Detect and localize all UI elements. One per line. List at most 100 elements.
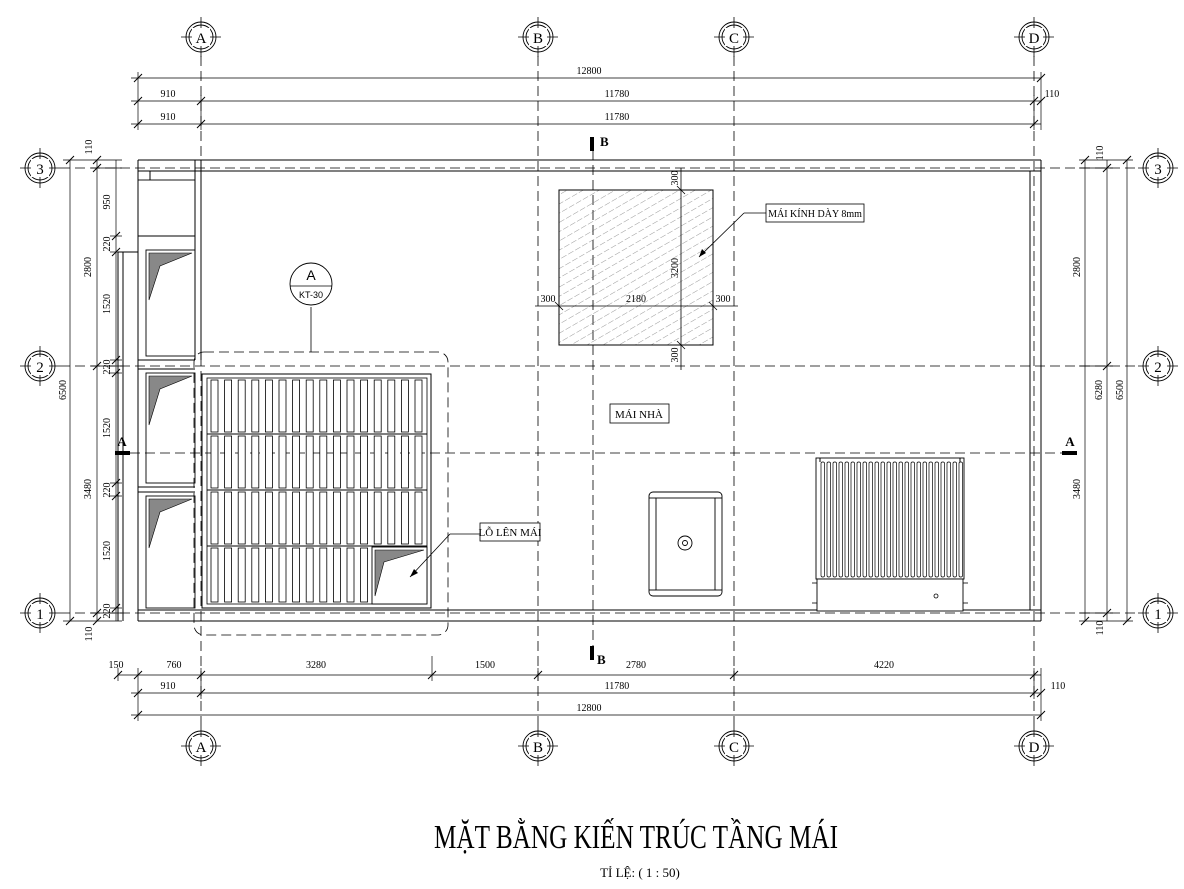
frame-slat (387, 491, 396, 545)
grid-label-row: 1 (36, 607, 44, 623)
frame-slat (305, 547, 314, 603)
frame-slat (414, 379, 423, 433)
heater-tube (826, 461, 831, 578)
heater-tube (862, 461, 867, 578)
frame-slat (360, 379, 369, 433)
dim-text: 4220 (874, 660, 894, 671)
frame-slat (278, 491, 287, 545)
frame-slat (346, 491, 355, 545)
frame-slat (373, 379, 382, 433)
frame-slat (319, 435, 328, 489)
frame-slat (346, 435, 355, 489)
heater-tube (886, 461, 891, 578)
dim-text: 300 (541, 294, 556, 305)
dim-text: 110 (1045, 89, 1060, 100)
dim-text: 2780 (626, 660, 646, 671)
frame-slat (319, 547, 328, 603)
dim-text: 3200 (670, 258, 681, 278)
frame-slat (251, 547, 260, 603)
roof-label-box (609, 403, 670, 424)
heater-tube (880, 461, 885, 578)
frame-slat (387, 379, 396, 433)
grid-label-col: B (533, 31, 543, 47)
dim-text: 910 (161, 89, 176, 100)
heater-tube (832, 461, 837, 578)
grid-label-col: B (533, 740, 543, 756)
heater-tube (946, 461, 951, 578)
detail-letter: A (306, 267, 316, 283)
frame-slat (210, 435, 219, 489)
roof-hatch-label: LỖ LÊN MÁI (479, 526, 542, 539)
dimension-lines (63, 72, 1133, 721)
frame-slat (292, 547, 301, 603)
section-markers: A A B B (115, 134, 1077, 667)
dim-text: 760 (167, 660, 182, 671)
dim-text: 6500 (58, 380, 69, 400)
dim-text: 910 (161, 112, 176, 123)
dim-text: 1520 (102, 418, 113, 438)
grid-label-row: 2 (1154, 360, 1162, 376)
dim-text: 1500 (475, 660, 495, 671)
dim-text: 12800 (577, 703, 602, 714)
section-a-label: A (117, 434, 127, 449)
grid-label-row: 1 (1154, 607, 1162, 623)
grid-label-col: C (729, 31, 739, 47)
heater-tube (958, 461, 963, 578)
frame-slat (360, 547, 369, 603)
frame-slat (360, 491, 369, 545)
dim-text: 6500 (1115, 380, 1126, 400)
dim-text: 110 (1095, 146, 1106, 161)
frame-slat (360, 435, 369, 489)
dim-text: 110 (84, 627, 95, 642)
frame-slat (278, 435, 287, 489)
dim-text: 220 (102, 604, 113, 619)
heater-tube (892, 461, 897, 578)
frame-slat (224, 435, 233, 489)
frame-slat (237, 379, 246, 433)
frame-slat (237, 491, 246, 545)
frame-slat (414, 491, 423, 545)
frame-slat (346, 547, 355, 603)
dim-text: 11780 (605, 89, 630, 100)
left-bays (137, 179, 196, 609)
heater-tube (898, 461, 903, 578)
frame-slat (305, 379, 314, 433)
grid-label-col: C (729, 740, 739, 756)
dim-text: 910 (161, 681, 176, 692)
dim-text: 1520 (102, 541, 113, 561)
dim-text: 1520 (102, 294, 113, 314)
heater-tube (934, 461, 939, 578)
glass-roof-label-box (765, 203, 865, 223)
frame-slat (251, 435, 260, 489)
frame-slat (264, 547, 273, 603)
heater-tube (916, 461, 921, 578)
heater-tube (838, 461, 843, 578)
grid-label-col: D (1029, 31, 1040, 47)
frame-slat (210, 547, 219, 603)
frame-slat (224, 379, 233, 433)
heater-tube (922, 461, 927, 578)
roof-label: MÁI NHÀ (615, 409, 663, 421)
dim-text: 110 (1051, 681, 1066, 692)
dim-text: 3480 (1072, 479, 1083, 499)
heater-tube (910, 461, 915, 578)
heater-tube (820, 461, 825, 578)
heater-tube (874, 461, 879, 578)
frame-slat (292, 435, 301, 489)
dimension-ticks (65, 73, 1132, 720)
outer-walls (117, 159, 1042, 622)
dim-text: 300 (670, 348, 681, 363)
section-a-label: A (1065, 434, 1075, 449)
dim-text: 220 (102, 483, 113, 498)
frame-slat (210, 379, 219, 433)
frame-slat (278, 379, 287, 433)
frame-slat (332, 435, 341, 489)
dim-text: 300 (716, 294, 731, 305)
frame-slat (332, 379, 341, 433)
grid-label-col: D (1029, 740, 1040, 756)
water-tank (648, 491, 723, 597)
grid-label-col: A (196, 740, 207, 756)
dim-text: 2800 (83, 257, 94, 277)
frame-slat (237, 435, 246, 489)
